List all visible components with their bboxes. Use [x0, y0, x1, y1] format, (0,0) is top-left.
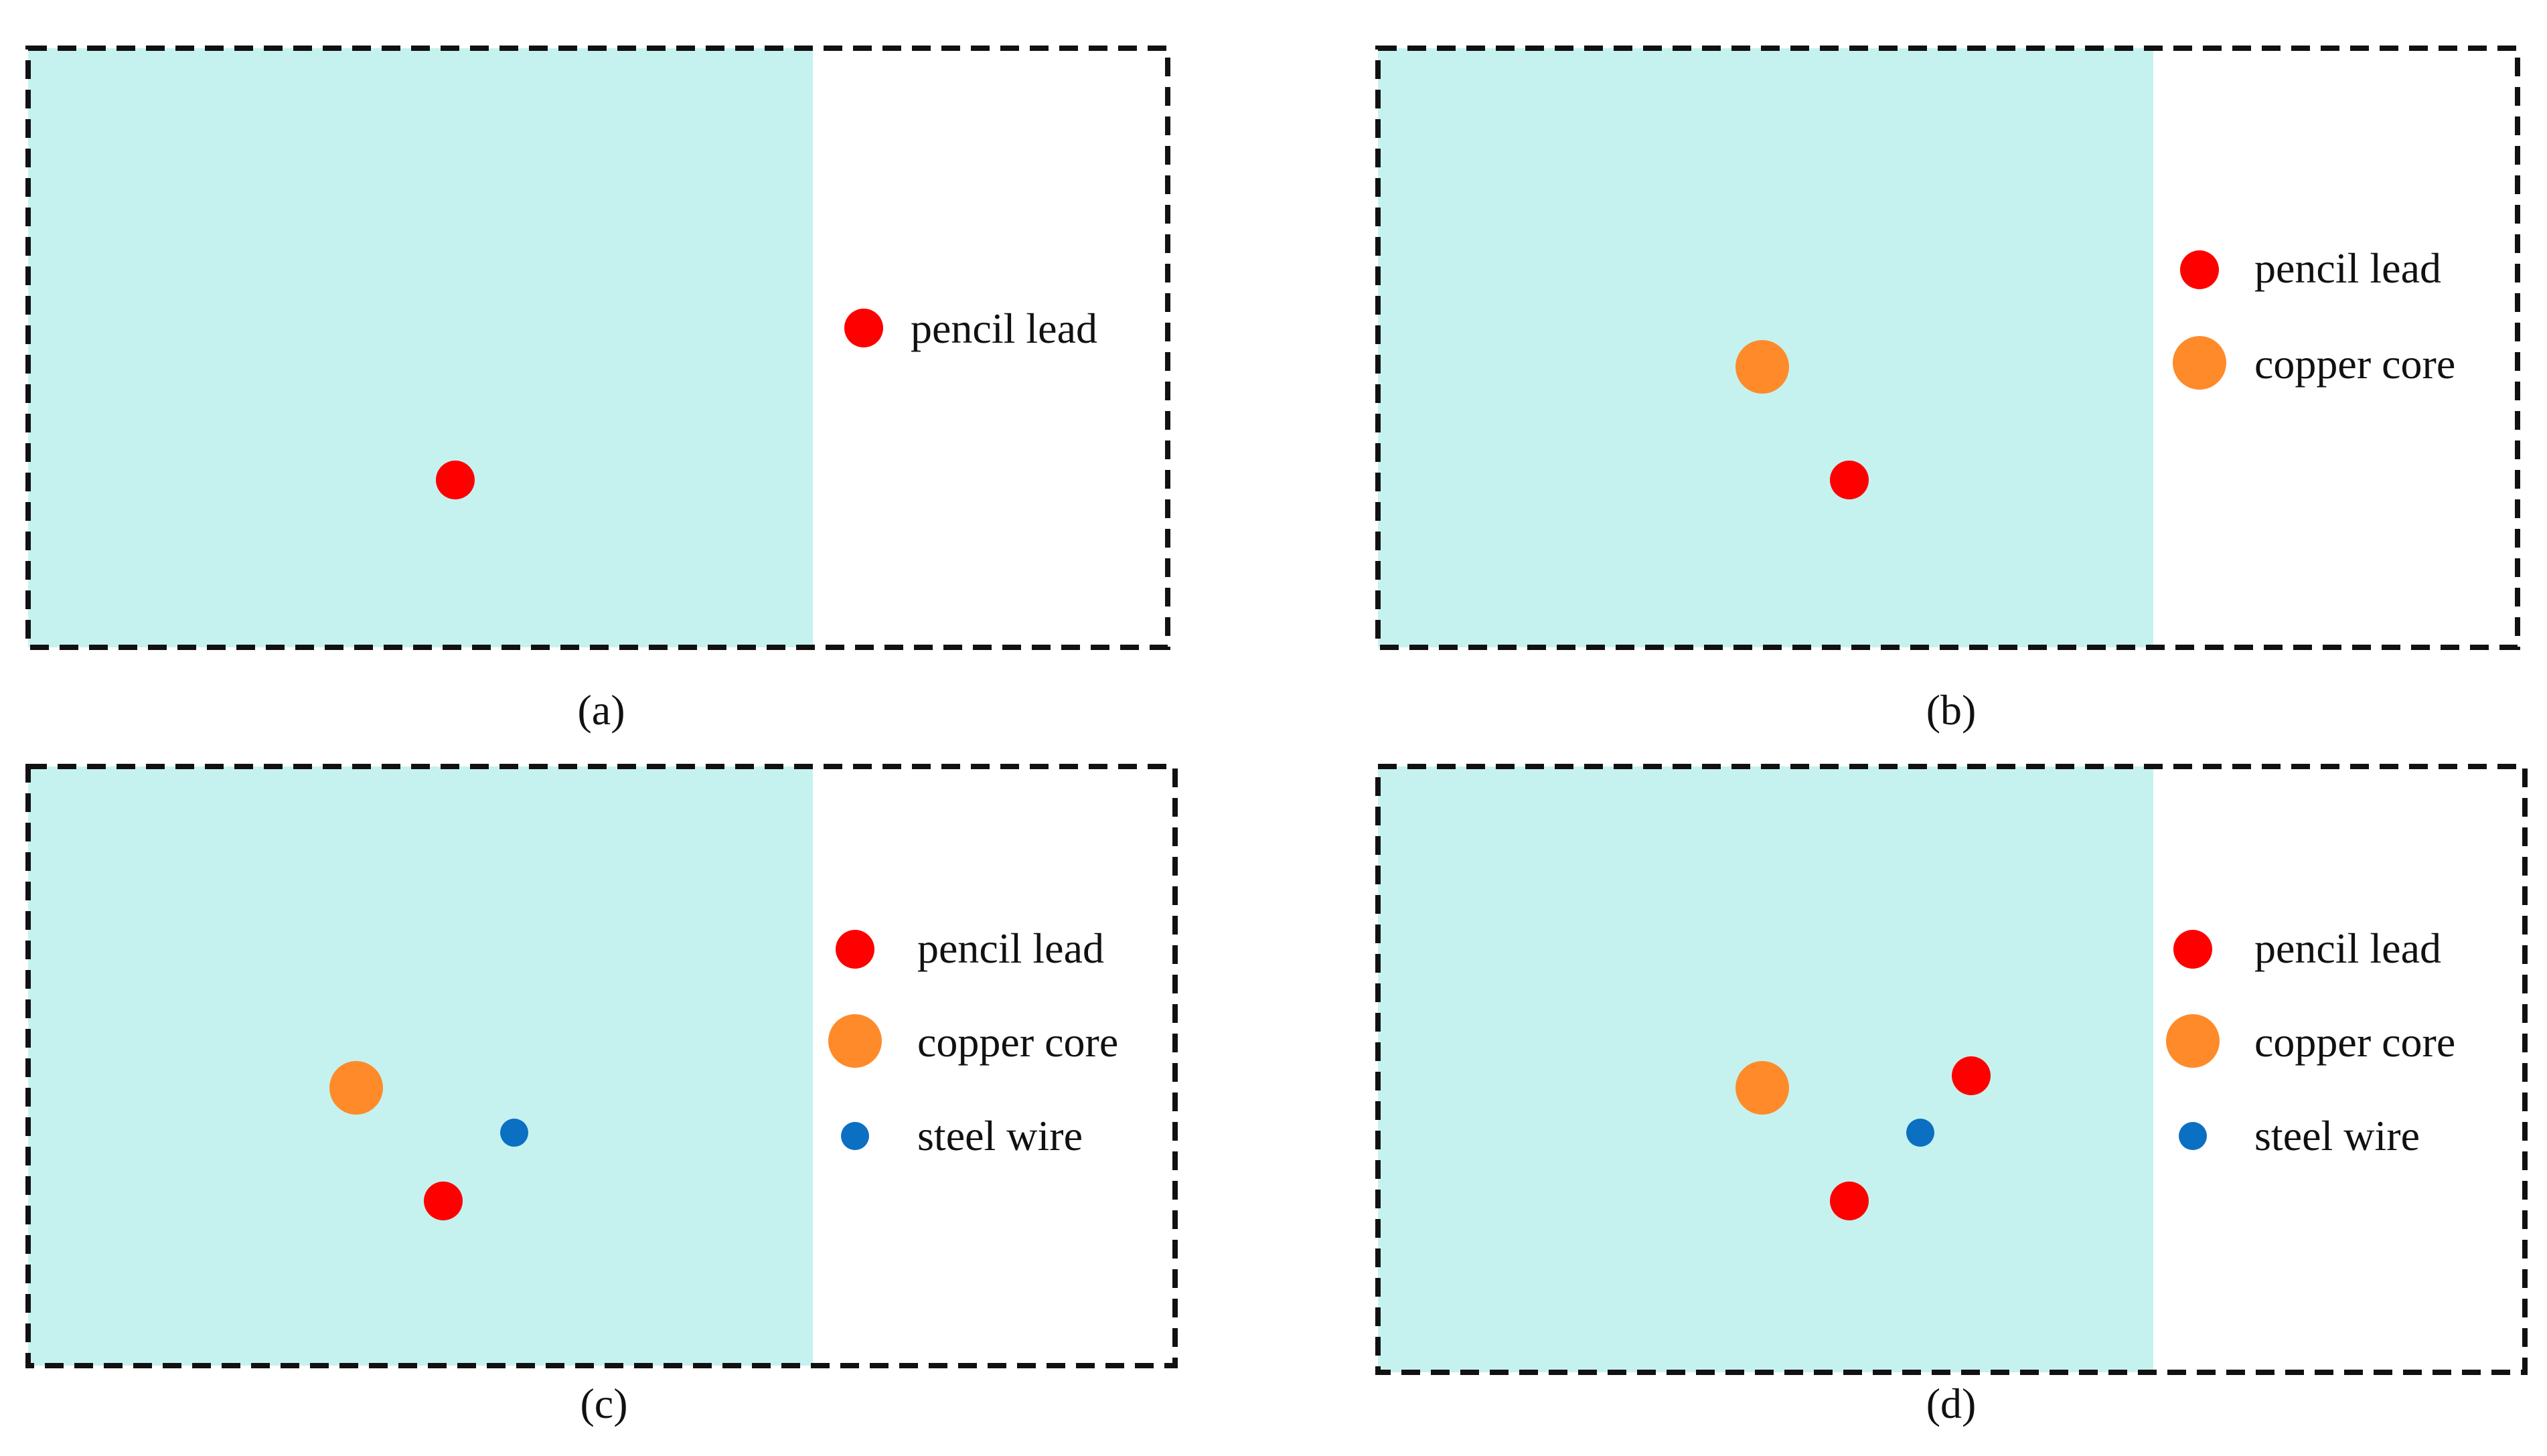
- panel-c-legend-marker-2: [828, 1014, 882, 1068]
- panel-b-legend-marker-1: [2180, 250, 2219, 289]
- panel-d: pencil lead copper core steel wire (d): [1375, 764, 2528, 1427]
- panel-b-frame: [1375, 46, 2520, 650]
- panel-a-legend-marker-1: [844, 309, 883, 347]
- panel-a-frame: [25, 46, 1170, 650]
- panel-d-object-1: [1735, 1061, 1789, 1115]
- panel-b-legend: pencil lead copper core: [2173, 244, 2455, 390]
- panel-a-legend: pencil lead: [844, 305, 1097, 352]
- panel-b-caption: (b): [1926, 686, 1977, 734]
- panel-b-object-2: [1830, 461, 1869, 499]
- panel-b-legend-label-1: pencil lead: [2254, 244, 2441, 292]
- panel-b-object-1: [1735, 340, 1789, 394]
- panel-c: pencil lead copper core steel wire (c): [25, 764, 1178, 1427]
- panel-c-legend-marker-3: [841, 1122, 869, 1150]
- panel-d-object-2: [1952, 1056, 1991, 1095]
- panel-d-object-3: [1906, 1119, 1934, 1147]
- panel-d-object-4: [1830, 1182, 1869, 1220]
- panel-c-object-3: [424, 1182, 463, 1220]
- panel-c-legend-label-3: steel wire: [917, 1112, 1083, 1159]
- panel-b-legend-marker-2: [2173, 336, 2226, 390]
- panel-a-caption: (a): [577, 686, 625, 734]
- panel-d-legend-label-2: copper core: [2254, 1018, 2455, 1066]
- panel-c-object-2: [500, 1119, 528, 1147]
- panel-a-medium: [28, 48, 813, 647]
- panel-c-legend-label-1: pencil lead: [917, 924, 1104, 972]
- panel-c-legend: pencil lead copper core steel wire: [828, 924, 1118, 1159]
- panel-c-caption: (c): [580, 1380, 627, 1427]
- panel-a-legend-label-1: pencil lead: [911, 305, 1097, 352]
- panel-c-object-1: [329, 1061, 383, 1115]
- panel-d-frame: [1375, 764, 2528, 1375]
- panel-a: pencil lead (a): [25, 46, 1170, 734]
- panel-d-legend-label-1: pencil lead: [2254, 924, 2441, 972]
- panel-c-legend-marker-1: [836, 930, 874, 969]
- panel-c-frame: [25, 764, 1178, 1368]
- panel-d-legend: pencil lead copper core steel wire: [2166, 924, 2455, 1159]
- panel-d-legend-marker-2: [2166, 1014, 2220, 1068]
- panel-c-legend-label-2: copper core: [917, 1018, 1118, 1066]
- panel-d-legend-label-3: steel wire: [2254, 1112, 2420, 1159]
- panel-b: pencil lead copper core (b): [1375, 46, 2520, 734]
- panel-a-object-1: [436, 461, 475, 499]
- panel-c-medium: [28, 766, 813, 1366]
- panel-d-caption: (d): [1926, 1380, 1977, 1427]
- panel-d-legend-marker-3: [2179, 1122, 2207, 1150]
- panel-d-legend-marker-1: [2173, 930, 2212, 969]
- panel-b-legend-label-2: copper core: [2254, 340, 2455, 388]
